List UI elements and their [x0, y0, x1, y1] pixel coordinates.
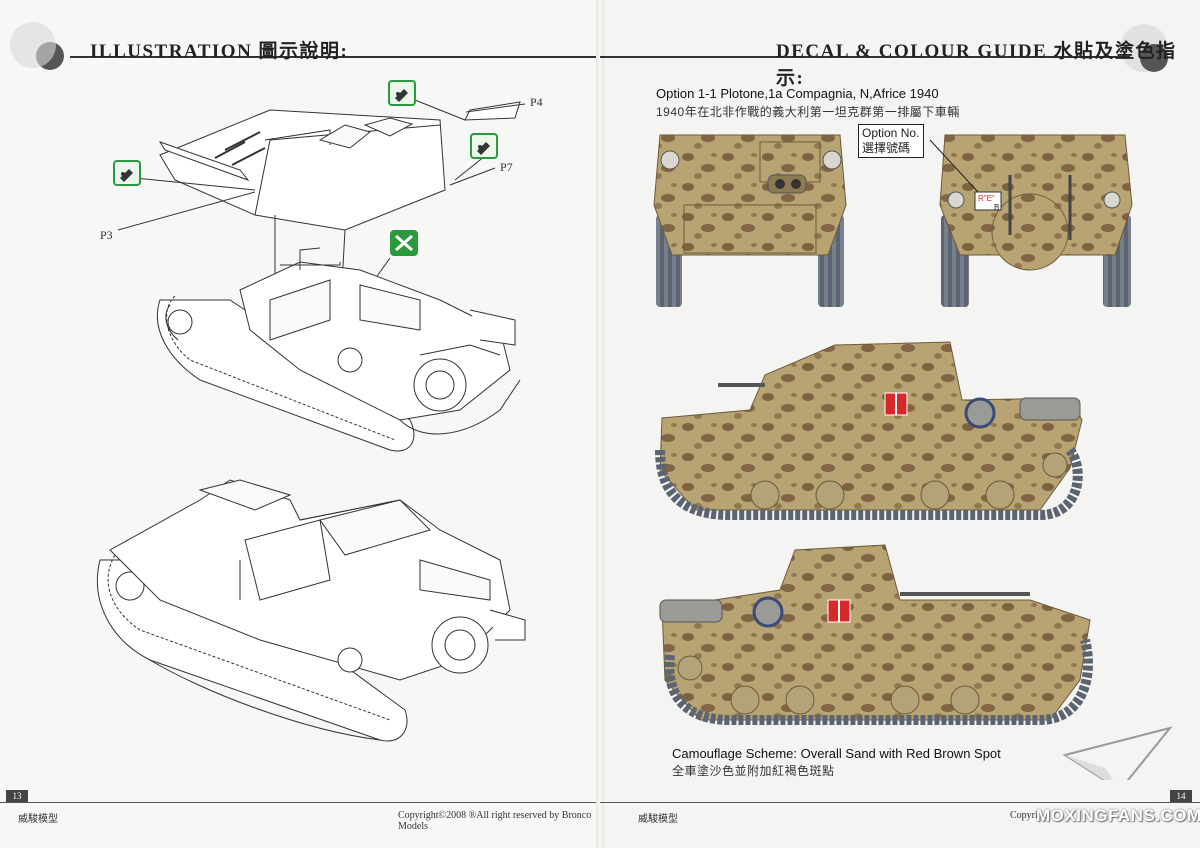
camouflage-scheme-title: Camouflage Scheme: Overall Sand with Red… [672, 746, 1001, 761]
left-page: ILLUSTRATION 圖示說明: [0, 22, 600, 832]
site-watermark: MOXINGFANS.COM [1036, 806, 1200, 825]
option-box-line1: Option No. [862, 126, 920, 140]
page-number: 14 [1170, 790, 1192, 802]
front-view-profile [929, 134, 1133, 307]
header-ring-icon [10, 22, 56, 68]
option-number-callout: Option No. 選擇號碼 [858, 124, 924, 158]
footer-brand: 威駿模型 [638, 814, 678, 825]
glue-icon [388, 80, 416, 106]
footer-brand: 威駿模型 [18, 814, 58, 825]
camouflage-scheme-subtitle: 全車塗沙色並附加紅褐色斑點 [672, 764, 835, 778]
header-rule [70, 56, 600, 58]
footer-rule [0, 802, 600, 803]
option-title: Option 1-1 Plotone,1a Compagnia, N,Afric… [656, 86, 939, 101]
side-view-left-profile [655, 341, 1083, 520]
page-number: 13 [6, 790, 28, 802]
right-page: DECAL & COLOUR GUIDE 水貼及塗色指示: [600, 0, 1200, 848]
header-dot-icon [1140, 44, 1168, 72]
side-view-right-profile [659, 544, 1093, 725]
footer-copyright: Copyright©2008 ®All right reserved by Br… [398, 810, 592, 832]
glue-icon [113, 160, 141, 186]
page-title: DECAL & COLOUR GUIDE 水貼及塗色指示: [776, 41, 1177, 89]
page-title: ILLUSTRATION 圖示說明: [90, 41, 349, 62]
paper-plane-icon [1062, 726, 1173, 780]
paint-tools-icon [390, 230, 418, 256]
page-spine [596, 0, 604, 848]
decal-marking-1: R"E" [978, 194, 995, 203]
header-rule [600, 56, 1130, 58]
footer-rule [600, 802, 1200, 803]
footer-copyright: Copyrig [1010, 810, 1043, 821]
part-label-p7: P7 [500, 160, 513, 174]
rear-view-profile [653, 134, 847, 307]
option-box-line2: 選擇號碼 [862, 141, 911, 155]
option-subtitle: 1940年在北非作戰的義大利第一坦克群第一排屬下車輛 [656, 105, 960, 119]
part-label-p4: P4 [530, 95, 543, 109]
decal-marking-2: B [994, 203, 1000, 212]
colour-profiles [653, 134, 1173, 780]
exploded-assembly-drawing [96, 97, 526, 742]
part-label-p3: P3 [100, 228, 113, 242]
glue-icon [470, 133, 498, 159]
